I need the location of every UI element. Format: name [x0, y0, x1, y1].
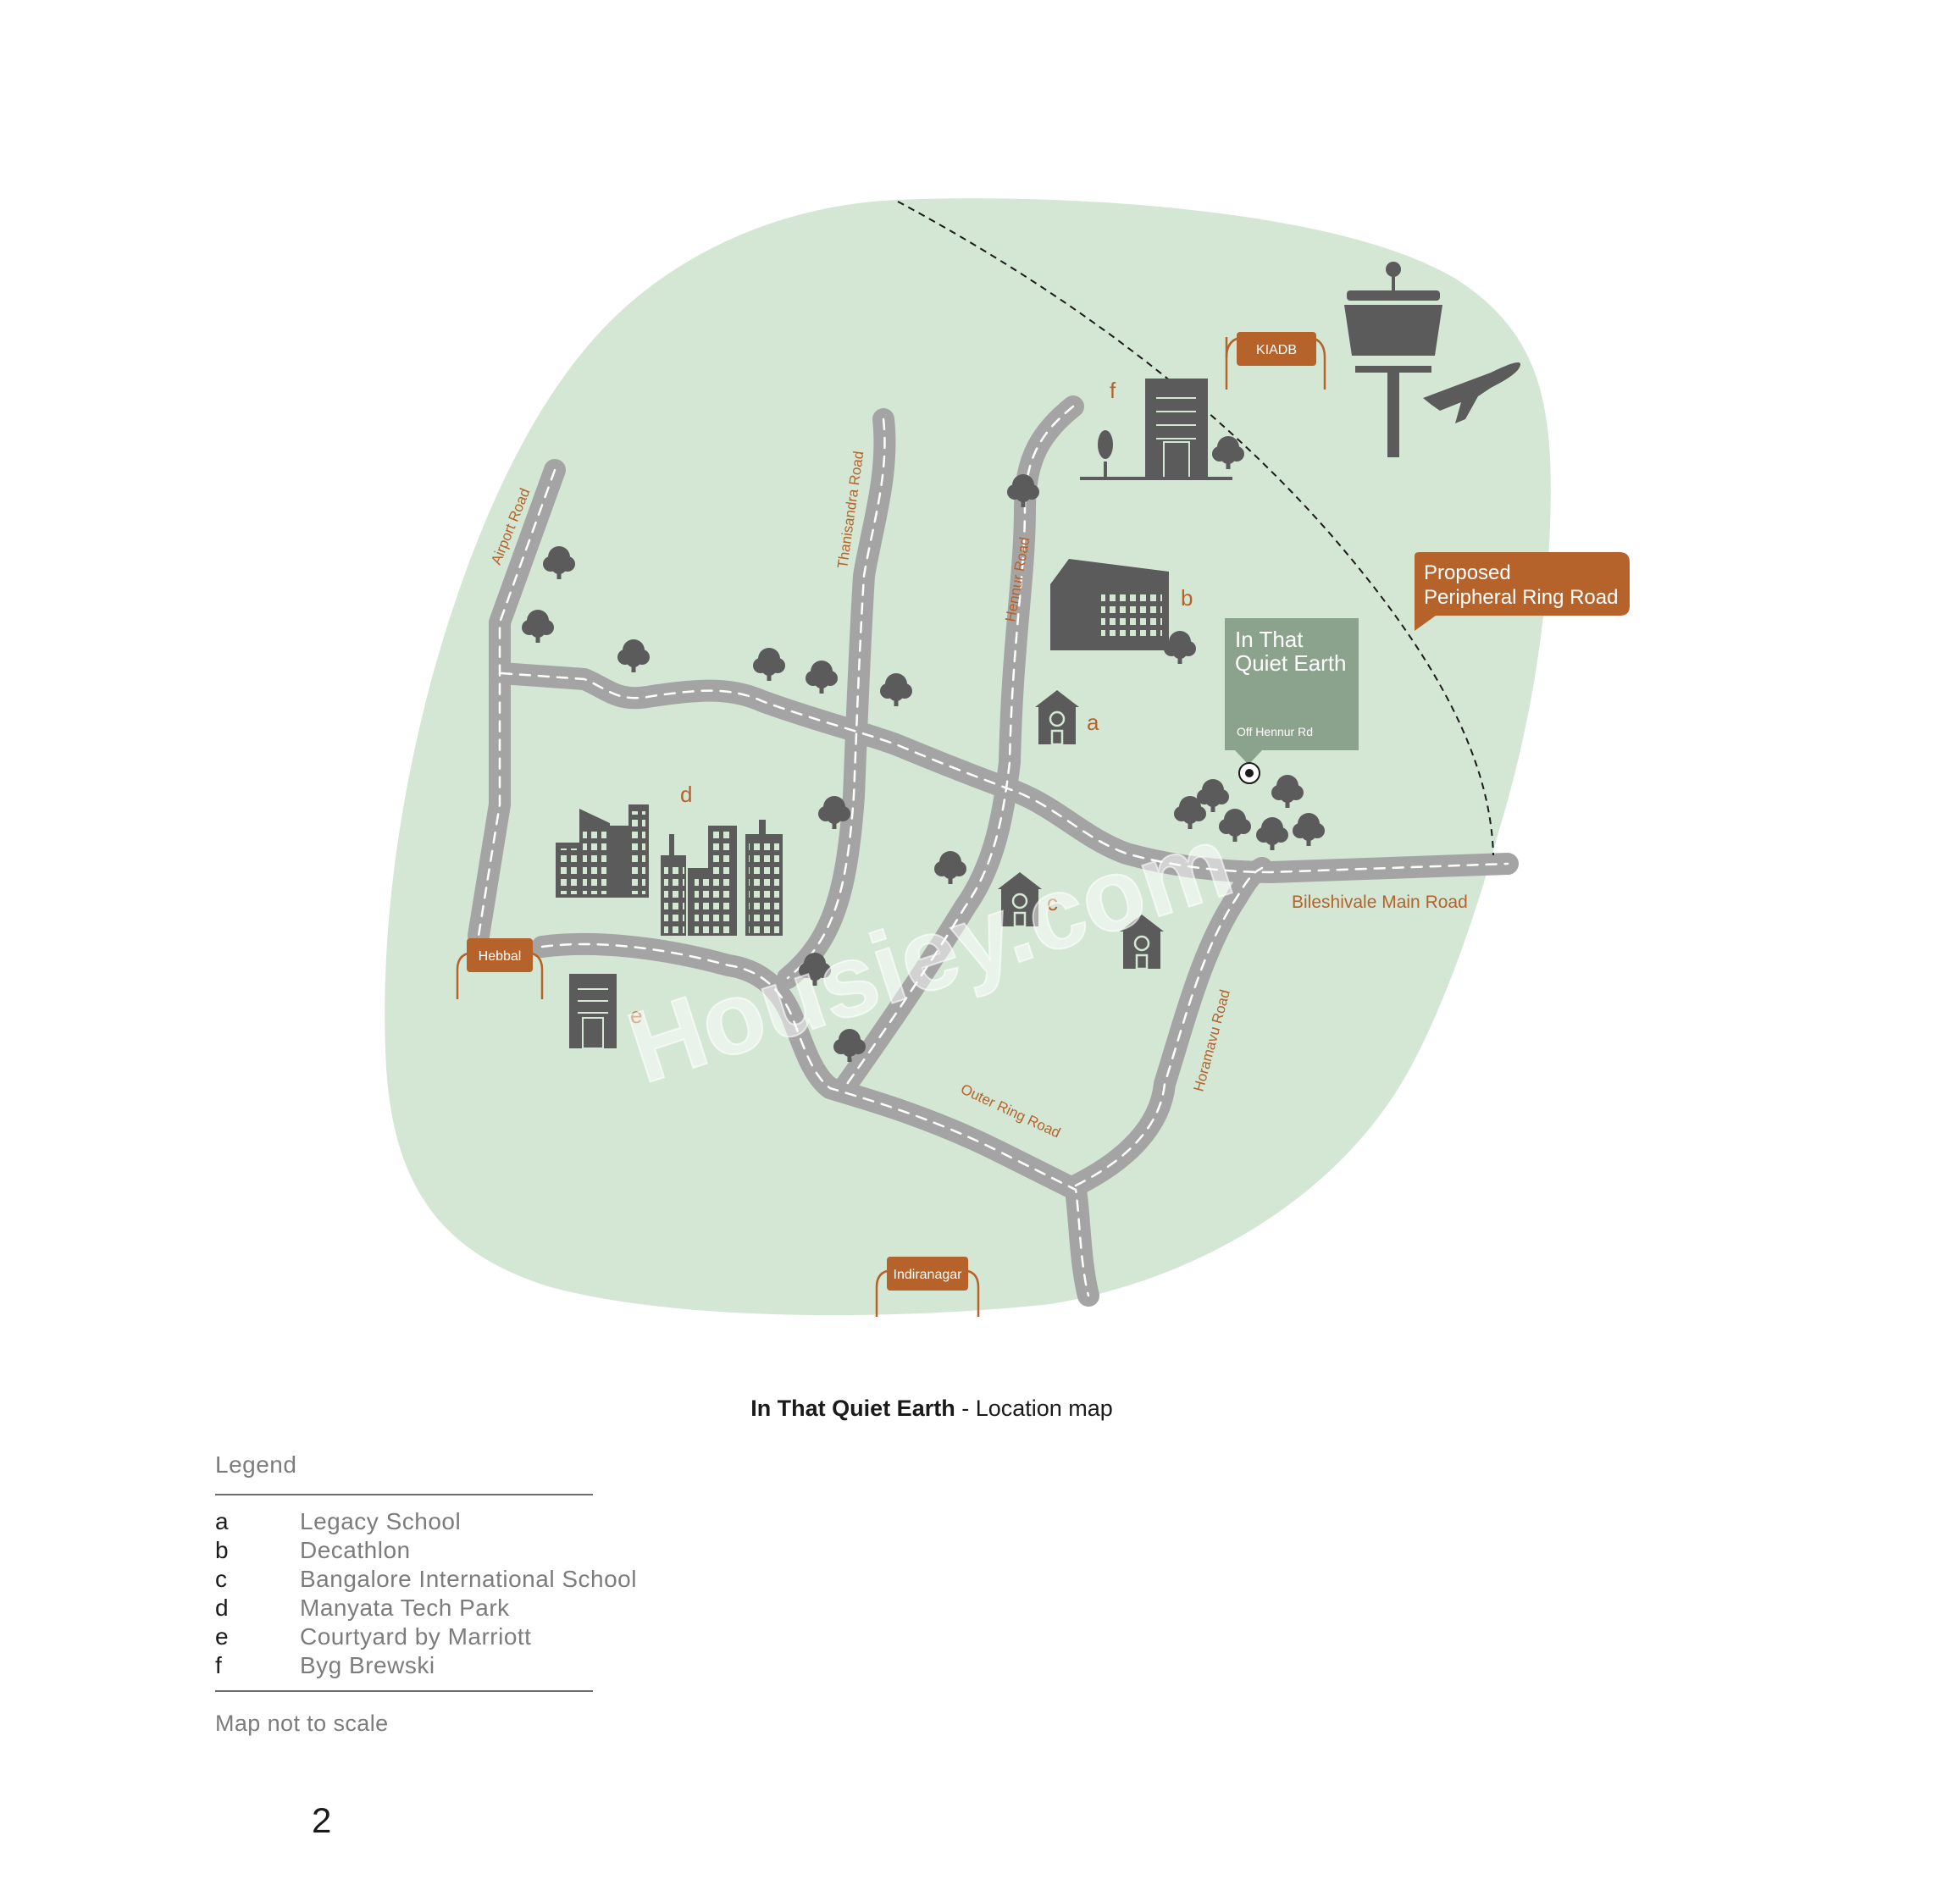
proposed-ring-road-line [897, 201, 1494, 856]
legend-item: c Bangalore International School [215, 1565, 656, 1594]
marker-a: a [1087, 710, 1099, 735]
marker-d: d [680, 782, 692, 807]
legend-key: d [215, 1595, 230, 1621]
kiadb-label: KIADB [1256, 343, 1297, 357]
road-network [468, 395, 1519, 1307]
decathlon-building-icon [1050, 559, 1169, 650]
marker-e: e [630, 1003, 642, 1028]
legend-item: a Legacy School [215, 1507, 656, 1536]
legend-key: c [215, 1566, 228, 1592]
pin-title-line1: In That [1235, 627, 1304, 652]
hebbal-label: Hebbal [479, 949, 522, 964]
airport-tower-icon [1344, 262, 1442, 457]
kiadb-tag: KIADB [1225, 332, 1326, 390]
byg-brewski-building-icon [1080, 379, 1232, 480]
airplane-icon [1423, 362, 1520, 423]
legend-title: Legend [215, 1451, 297, 1478]
legend-item: e Courtyard by Marriott [215, 1622, 656, 1651]
legend-label: Manyata Tech Park [300, 1595, 510, 1621]
marker-b: b [1181, 585, 1193, 611]
marker-c: c [1047, 890, 1058, 915]
legend-key: a [215, 1508, 230, 1534]
legend-item: f Byg Brewski [215, 1651, 656, 1680]
legend-label: Decathlon [300, 1537, 411, 1563]
marker-f: f [1110, 378, 1116, 403]
map-caption: In That Quiet Earth - Location map [0, 1396, 1863, 1422]
callout-line1: Proposed [1424, 561, 1511, 584]
caption-bold: In That Quiet Earth [750, 1396, 955, 1421]
legend-key: f [215, 1652, 223, 1678]
hebbal-tag: Hebbal [456, 938, 544, 999]
legend-label: Byg Brewski [300, 1652, 435, 1678]
scale-note: Map not to scale [215, 1711, 389, 1736]
legend-item: d Manyata Tech Park [215, 1594, 656, 1622]
land-area [385, 198, 1551, 1316]
legend: Legend a Legacy School b Decathlon c Bangal… [215, 1451, 656, 1737]
bileshivale-road-label: Bileshivale Main Road [1292, 893, 1468, 912]
caption-rest: - Location map [955, 1396, 1113, 1421]
legend-divider-bottom [215, 1690, 593, 1692]
legend-label: Courtyard by Marriott [300, 1623, 532, 1650]
legend-label: Bangalore International School [300, 1566, 637, 1592]
legend-key: b [215, 1537, 230, 1563]
legend-divider-top [215, 1494, 593, 1495]
legend-label: Legacy School [300, 1508, 462, 1534]
indiranagar-tag: Indiranagar [875, 1257, 980, 1317]
project-location-pin: In That Quiet Earth Off Hennur Rd [1225, 618, 1359, 784]
page-number: 2 [312, 1800, 332, 1840]
pin-title-line2: Quiet Earth [1235, 650, 1347, 676]
legend-list: a Legacy School b Decathlon c Bangalore Int… [215, 1507, 656, 1680]
pin-subtitle: Off Hennur Rd [1237, 725, 1313, 738]
legend-item: b Decathlon [215, 1536, 656, 1565]
proposed-ring-road-callout: Proposed Peripheral Ring Road [1415, 552, 1630, 631]
legend-key: e [215, 1623, 230, 1650]
manyata-tech-park-skyline-icon [556, 804, 783, 936]
indiranagar-label: Indiranagar [894, 1268, 963, 1282]
callout-line2: Peripheral Ring Road [1424, 586, 1618, 609]
courtyard-marriott-building-icon [569, 974, 617, 1049]
